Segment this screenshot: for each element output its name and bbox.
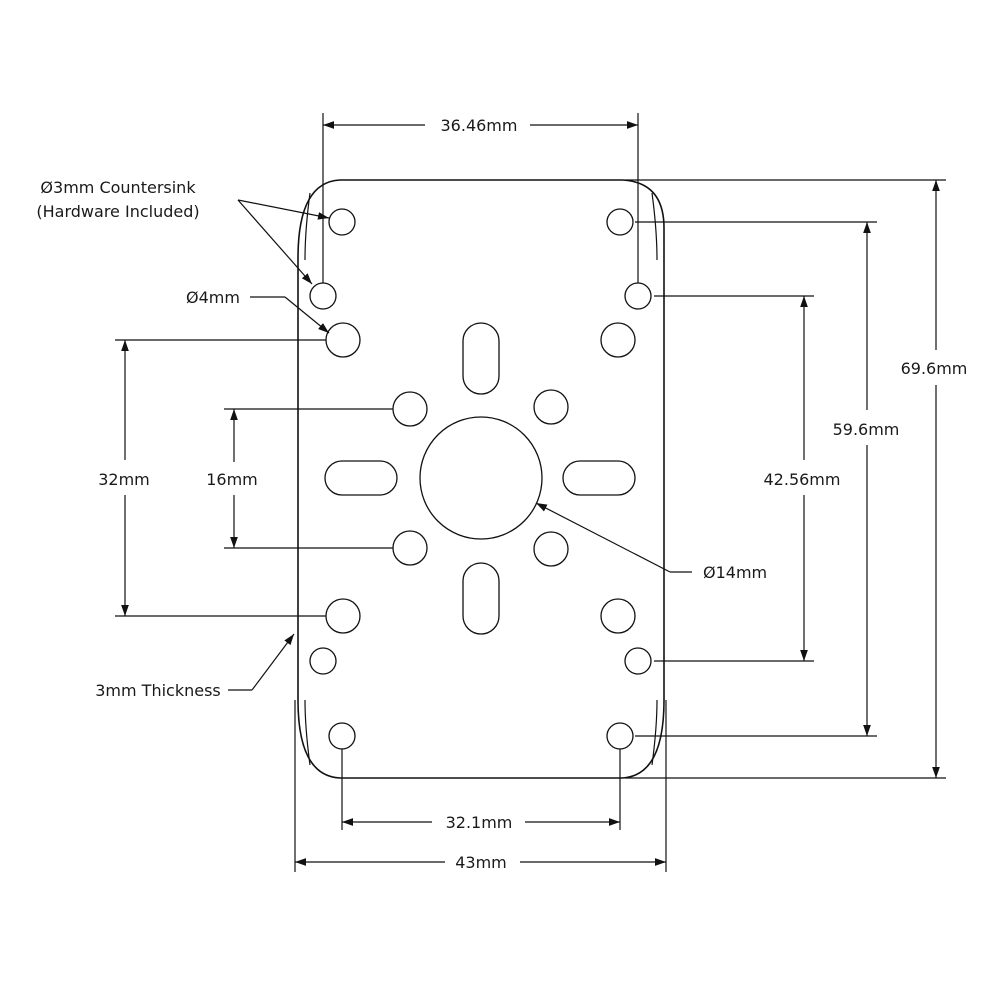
callout-thickness: 3mm Thickness [95, 633, 295, 700]
callout-label-countersink-1: Ø3mm Countersink [40, 178, 196, 197]
dim-label-overall-width: 43mm [455, 853, 507, 872]
callout-label-center-hole: Ø14mm [703, 563, 767, 582]
callout-countersink: Ø3mm Countersink (Hardware Included) [36, 178, 330, 285]
hole-4mm-lower-right [600, 598, 636, 634]
hole-inner-lower-left [392, 530, 428, 566]
slot-bottom [462, 562, 500, 635]
countersink-hole-top-right [606, 208, 634, 236]
dimension-hole-height-outer: 59.6mm [635, 221, 900, 737]
dim-label-bottom-hole-spacing: 32.1mm [446, 813, 513, 832]
hole-inner-upper-right [533, 389, 569, 425]
dimension-left-32: 32mm [98, 339, 326, 617]
countersink-hole-upper-left [309, 282, 337, 310]
callout-4mm: Ø4mm [186, 288, 330, 334]
plate-holes [309, 208, 652, 750]
dimension-bottom-hole-spacing: 32.1mm [341, 749, 621, 832]
dim-label-left-32: 32mm [98, 470, 150, 489]
countersink-hole-upper-right [624, 282, 652, 310]
center-hole [419, 416, 543, 540]
countersink-hole-bottom-right [606, 722, 634, 750]
slot-top [462, 322, 500, 395]
dim-label-hole-height-inner: 42.56mm [764, 470, 841, 489]
hole-inner-lower-right [533, 531, 569, 567]
dimension-overall-width: 43mm [294, 700, 667, 872]
countersink-hole-lower-left [309, 647, 337, 675]
slot-left [324, 460, 398, 496]
hole-4mm-upper-left [325, 322, 361, 358]
countersink-hole-bottom-left [328, 722, 356, 750]
callout-label-countersink-2: (Hardware Included) [36, 202, 199, 221]
hole-4mm-lower-left [325, 598, 361, 634]
hole-inner-upper-left [392, 391, 428, 427]
dimension-hole-height-inner: 42.56mm [654, 295, 841, 662]
dimension-top-width: 36.46mm [322, 113, 639, 283]
dimension-left-16: 16mm [206, 408, 393, 549]
dimension-overall-height: 69.6mm [625, 179, 968, 779]
callout-label-thickness: 3mm Thickness [95, 681, 221, 700]
countersink-hole-lower-right [624, 647, 652, 675]
dim-label-top-width: 36.46mm [441, 116, 518, 135]
dim-label-hole-height-outer: 59.6mm [833, 420, 900, 439]
dim-label-left-16: 16mm [206, 470, 258, 489]
callout-center-hole: Ø14mm [535, 502, 767, 582]
dim-label-overall-height: 69.6mm [901, 359, 968, 378]
callout-label-4mm: Ø4mm [186, 288, 240, 307]
countersink-hole-top-left [328, 208, 356, 236]
slot-right [562, 460, 636, 496]
hole-4mm-upper-right [600, 322, 636, 358]
